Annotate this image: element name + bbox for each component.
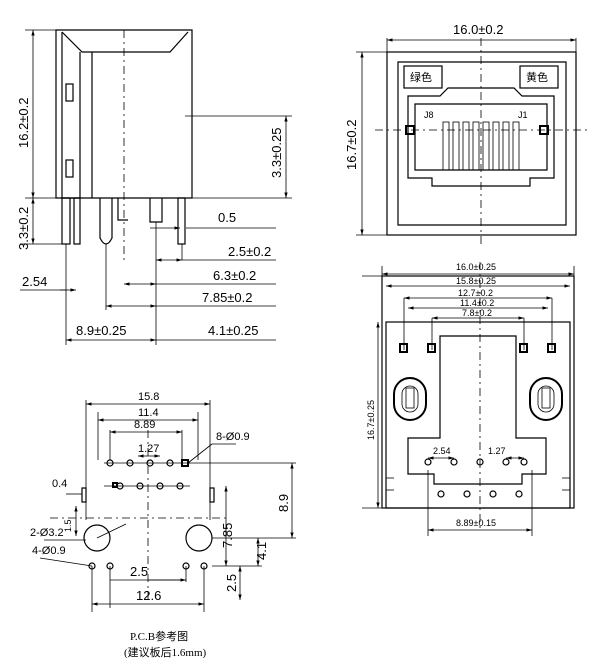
pin-right-label: J1 [518,110,528,120]
pcb-holes [106,459,189,490]
pcb-w1: 15.8 [138,391,159,403]
front-width: 16.0±0.2 [453,22,504,37]
bottom-w2: 15.8±0.25 [456,276,496,286]
pcb-w3: 8.89 [134,419,155,431]
side-view: 16.2±0.2 3.3±0.2 3.3±0.25 0.5 2.5±0.2 6.… [16,29,292,345]
dim-d6: 2.54 [22,274,47,289]
pcb-w2: 11.4 [138,407,159,419]
pcb-v2: 1.5 [63,519,73,532]
pcb-holes-c: 4-Ø0.9 [32,545,66,557]
pcb-view: 15.8 11.4 8.89 1.27 8-Ø0.9 0.4 [30,391,296,659]
bottom-p1: 2.54 [433,446,451,456]
pcb-caption-2: (建议板后1.6mm) [124,645,207,659]
dim-pin-len: 3.3±0.2 [16,207,31,250]
pcb-v1: 0.4 [52,478,67,490]
pcb-h1: 8.9 [276,494,291,512]
dim-d5: 4.1±0.25 [208,323,259,338]
bottom-span: 8.89±0.15 [456,518,496,528]
front-height: 16.7±0.2 [344,119,359,170]
pcb-w6: 12.6 [136,588,161,603]
pcb-w5: 2.5 [130,564,148,579]
dim-d4: 8.9±0.25 [76,323,127,338]
pin-left-label: J8 [424,110,434,120]
bottom-view: 16.0±0.25 15.8±0.25 12.7±0.2 11.4±0.2 7.… [362,262,575,536]
dim-d1: 2.5±0.2 [228,244,271,259]
led-right-label: 黄色 [526,70,548,84]
bottom-w5: 7.8±0.2 [462,308,492,318]
pcb-w4: 1.27 [138,443,159,455]
pcb-holes-b: 2-Ø3.2 [30,527,64,539]
bottom-w3: 12.7±0.2 [458,288,493,298]
bottom-p2: 1.27 [488,446,506,456]
dim-height: 16.2±0.2 [16,97,31,148]
bottom-w1: 16.0±0.25 [456,262,496,272]
dim-d3: 7.85±0.2 [202,290,253,305]
pcb-h3: 4.1 [254,542,269,560]
front-view: 绿色 黄色 J8 J1 16.0±0.2 16.7±0.2 [344,22,590,246]
pcb-h4: 2.5 [224,574,239,592]
dim-tab: 3.3±0.25 [269,127,284,178]
led-left-label: 绿色 [410,70,432,84]
dim-d2: 6.3±0.2 [213,268,256,283]
dim-pin-w: 0.5 [218,210,236,225]
bottom-w4: 11.4±0.2 [460,298,494,308]
contacts [442,121,520,171]
pcb-caption-1: P.C.B参考图 [130,629,188,643]
pcb-holes-a: 8-Ø0.9 [216,431,250,443]
bottom-pins [424,458,528,498]
bottom-height: 16.7±0.25 [366,400,376,440]
pcb-h2: 7.85 [220,523,235,548]
